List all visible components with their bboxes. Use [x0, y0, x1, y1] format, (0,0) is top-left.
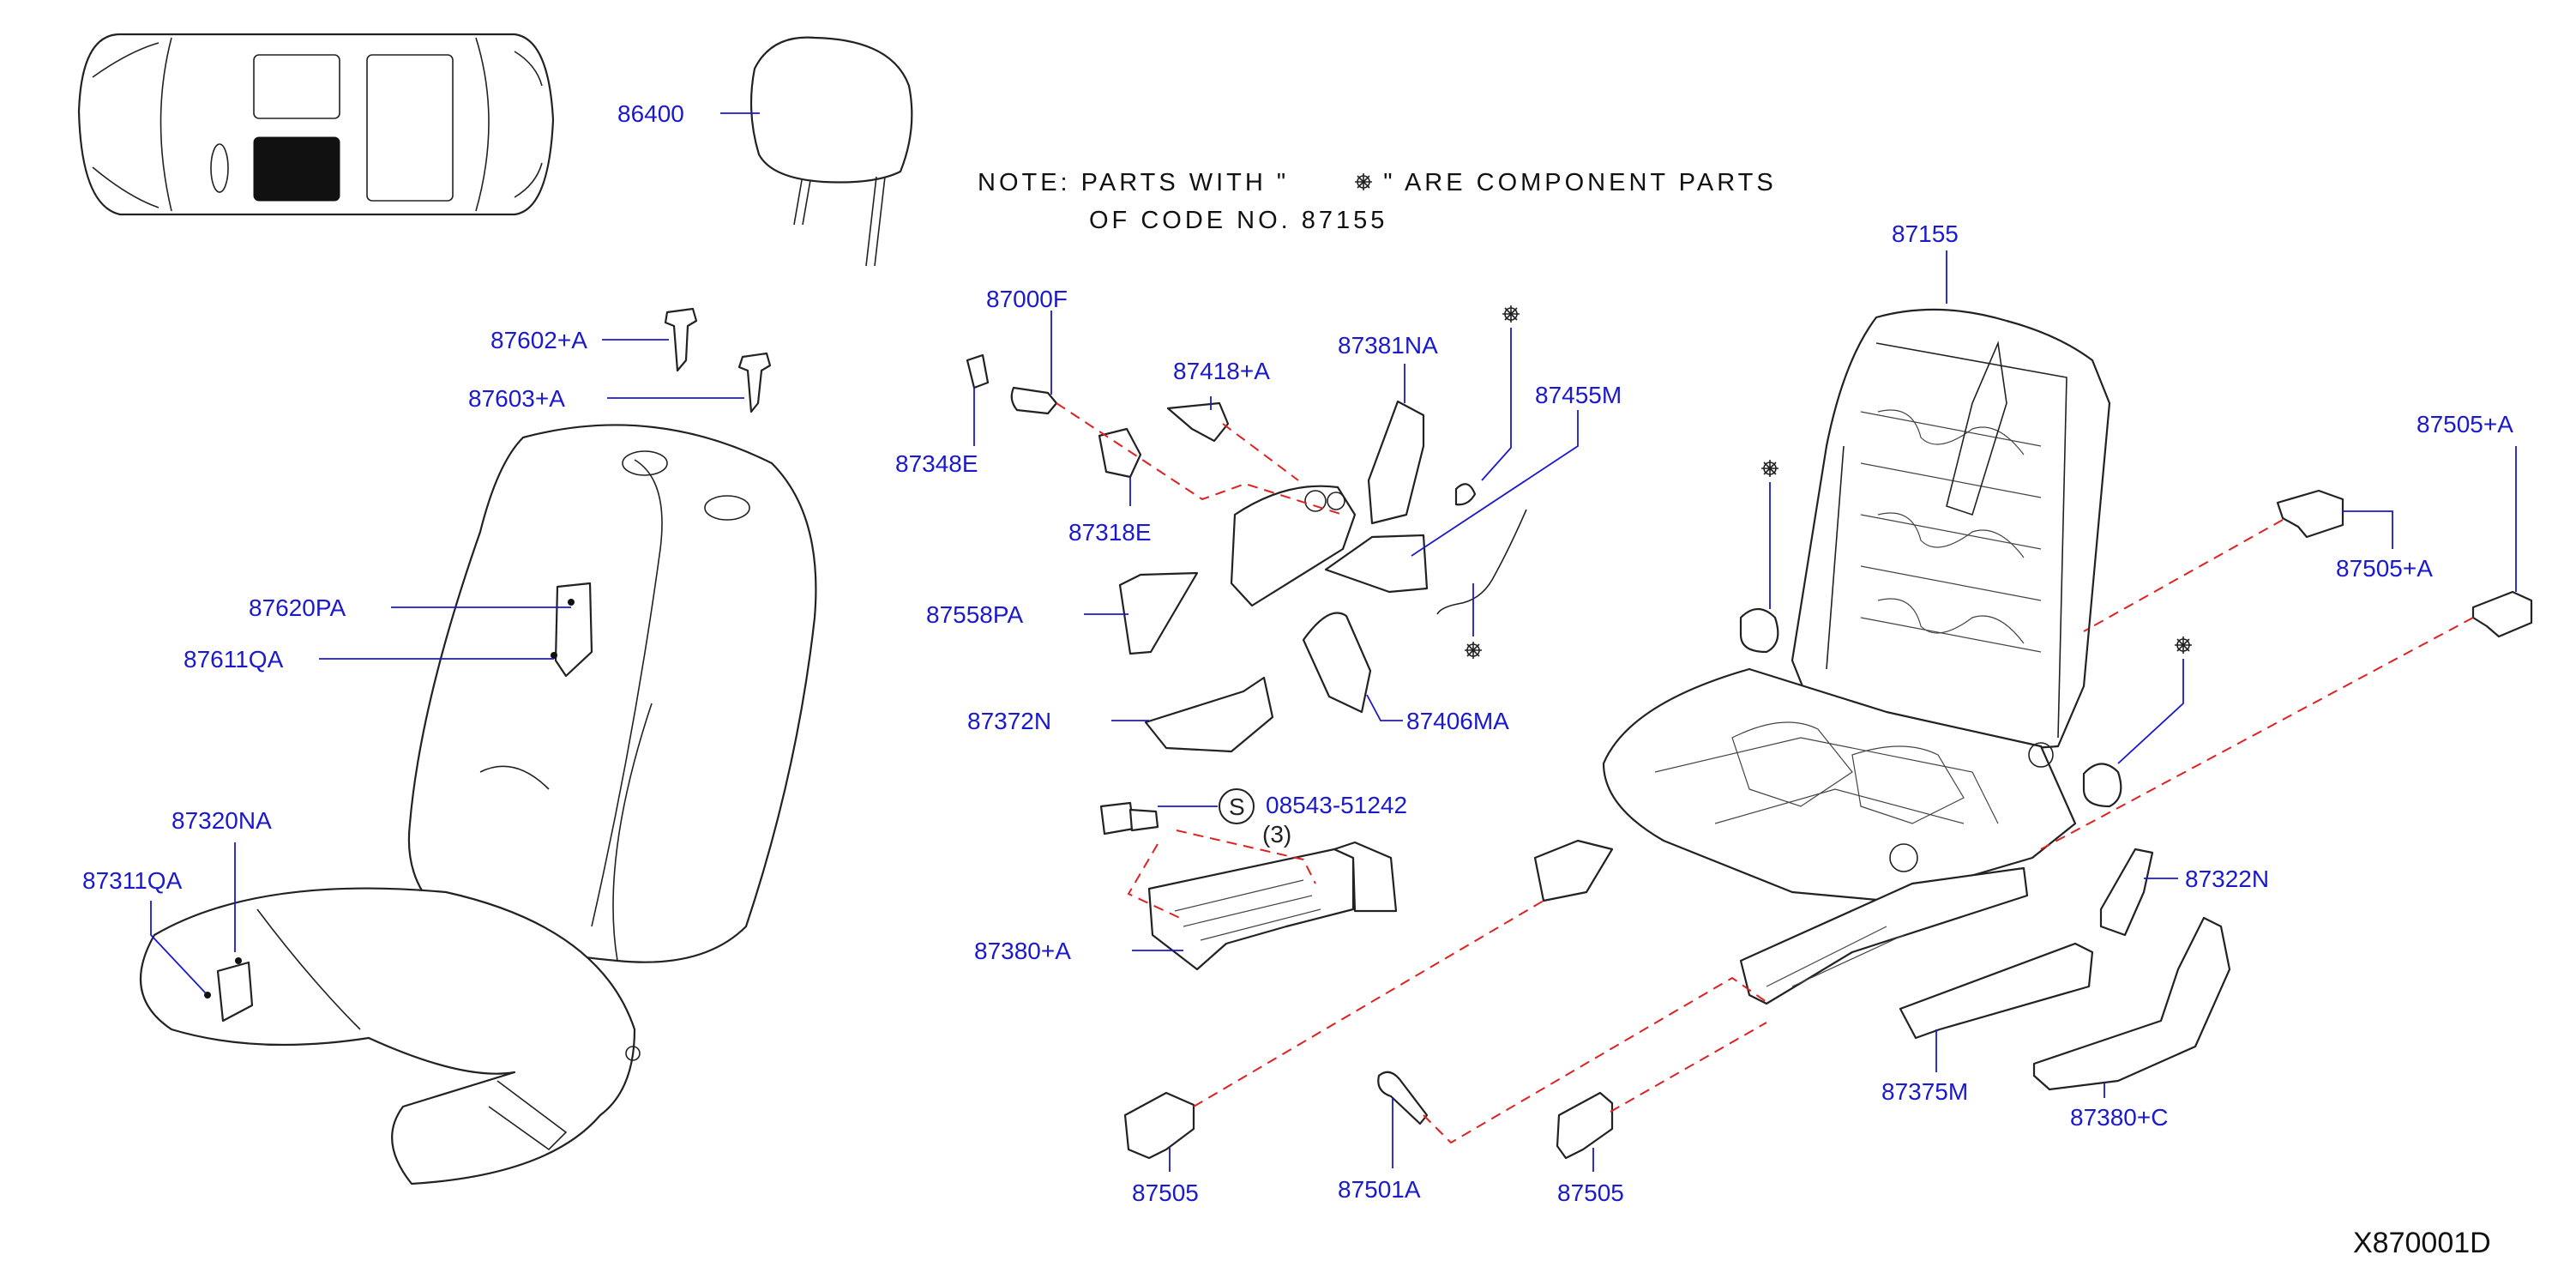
outer-cover-parts	[1899, 848, 2231, 1091]
callout-87380a: 87380+A	[974, 938, 1071, 964]
vehicle-locator	[77, 33, 555, 216]
diagram-code: X870001D	[2353, 1227, 2491, 1259]
callout-87611qa: 87611QA	[184, 646, 284, 673]
rail-bracket-87505-parts	[1123, 1071, 1614, 1160]
callout-87505-left: 87505	[1132, 1179, 1199, 1206]
callout-86400: 86400	[617, 100, 684, 127]
callout-87318e: 87318E	[1068, 519, 1152, 546]
callout-87000f: 87000F	[986, 286, 1068, 312]
component-part-marker-icon	[1502, 305, 1520, 323]
seat-cushion-trim-part	[139, 887, 641, 1186]
callout-08543-quantity: (3)	[1262, 821, 1291, 848]
seatback-trim-part	[407, 424, 817, 963]
callout-87380c: 87380+C	[2070, 1104, 2168, 1131]
callout-87375m: 87375M	[1881, 1078, 1968, 1105]
locator-highlight-front-seat	[253, 136, 340, 202]
callout-87406ma: 87406MA	[1406, 708, 1509, 734]
callout-87620pa: 87620PA	[249, 594, 346, 621]
component-part-marker-icon	[1354, 172, 1373, 191]
wire-clip-part	[2082, 763, 2122, 808]
callout-87348e: 87348E	[895, 450, 978, 477]
bolt-and-inner-cover-parts	[1099, 801, 1398, 971]
callout-87558pa: 87558PA	[926, 601, 1023, 628]
standard-part-circle-s-icon	[1219, 788, 1255, 824]
component-part-marker-icon	[1760, 459, 1779, 478]
component-part-marker-icon	[2174, 636, 2193, 655]
callout-87603a: 87603+A	[468, 385, 565, 412]
callout-87381na: 87381NA	[1338, 332, 1438, 359]
callout-87505a-mid: 87505+A	[2336, 555, 2433, 582]
component-part-marker-icon	[1464, 641, 1483, 660]
note-line-1: NOTE: PARTS WITH "" ARE COMPONENT PARTS	[978, 169, 1777, 196]
callout-87602a: 87602+A	[491, 327, 587, 353]
callout-87320na: 87320NA	[172, 807, 272, 834]
callout-87372n: 87372N	[967, 708, 1051, 734]
headrest-guide-parts	[664, 307, 772, 413]
callout-87505-right: 87505	[1557, 1179, 1624, 1206]
wire-clip-part	[1739, 607, 1779, 654]
callout-87505a-top: 87505+A	[2417, 411, 2513, 437]
callout-08543-51242: 08543-51242	[1266, 792, 1407, 818]
callout-87418a: 87418+A	[1173, 358, 1270, 384]
headrest-part	[749, 36, 913, 267]
recliner-parts	[966, 353, 1527, 753]
callout-87322n: 87322N	[2185, 866, 2269, 892]
callout-87155: 87155	[1892, 220, 1959, 247]
rail-cover-87505a-parts	[2276, 489, 2533, 638]
note-line-2: OF CODE NO. 87155	[1089, 207, 1387, 234]
callout-87455m: 87455M	[1535, 382, 1622, 408]
seat-frame-assembly-part	[1533, 308, 2111, 1005]
callout-87311qa: 87311QA	[82, 867, 183, 894]
callout-87501a: 87501A	[1338, 1176, 1421, 1203]
standard-part-symbol: S	[1229, 793, 1245, 820]
